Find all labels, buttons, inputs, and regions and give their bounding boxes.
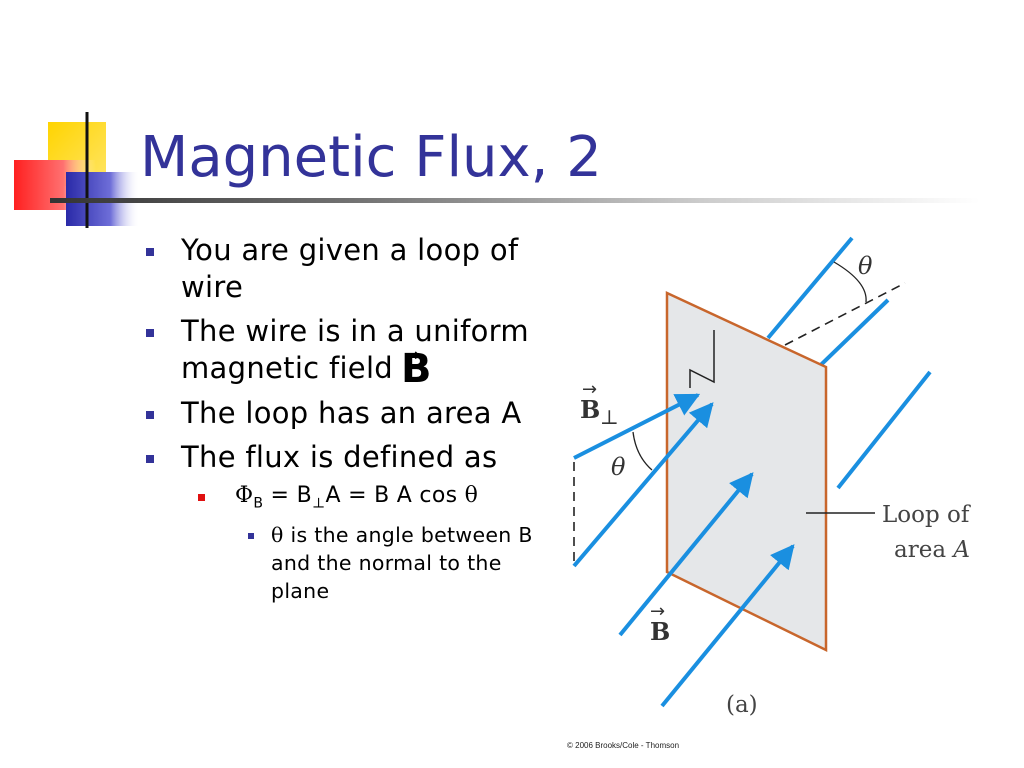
bullet-text: The flux is defined as (181, 440, 498, 474)
field-line-back-1 (766, 236, 854, 340)
bullet-text: The wire is in a uniform magnetic field (181, 314, 529, 385)
sub-sub-bullet-theta-note: θ is the angle between B and the normal … (144, 521, 564, 605)
slide-title: Magnetic Flux, 2 (140, 125, 602, 190)
sub-bullet-formula: ΦB = B⊥A = B A cos θ θ is the angle betw… (144, 480, 564, 605)
note-text: is the angle between B and the normal to… (271, 523, 533, 604)
bullet-list: You are given a loop of wire The wire is… (144, 232, 564, 612)
bullet-flux-definition: The flux is defined as ΦB = B⊥A = B A co… (144, 439, 564, 605)
bullet-text: You are given a loop of wire (181, 233, 519, 304)
perp-subscript: ⊥ (311, 495, 326, 512)
bullet-text: The loop has an area A (181, 396, 522, 430)
theta-label-top: θ (858, 252, 873, 280)
field-line-front-2 (618, 472, 754, 637)
loop-label-area-var: A (951, 537, 970, 563)
phi-symbol: Φ (235, 483, 254, 508)
bullet-loop-area: The loop has an area A (144, 395, 564, 432)
b-perp-arrow (573, 393, 701, 460)
bullet-uniform-field: The wire is in a uniform magnetic field→… (144, 313, 564, 389)
theta-label-left: θ (611, 453, 626, 481)
formula-part-2: A = B A cos (325, 483, 465, 508)
right-angle-mark (689, 330, 715, 388)
loop-label-line1: Loop of (882, 502, 971, 528)
b-perp-subscript: ⊥ (600, 405, 619, 429)
theta-arc-top (833, 261, 867, 303)
field-line-back-3 (836, 370, 932, 490)
vector-arrow-icon: → (582, 379, 597, 400)
field-line-front-3 (660, 544, 795, 708)
vector-arrow-icon: → (650, 601, 665, 622)
theta-arc-left (632, 431, 653, 471)
b-perp-label: B (580, 395, 600, 424)
vector-arrow-icon: → (405, 345, 421, 366)
loop-label-line2: area A (894, 537, 970, 563)
wire-loop (665, 291, 828, 653)
normal-dashed-line (784, 282, 906, 346)
bullet-loop-of-wire: You are given a loop of wire (144, 232, 564, 306)
copyright-credit: © 2006 Brooks/Cole - Thomson (567, 741, 680, 750)
b-vector-letter: B (401, 346, 432, 392)
formula-part-1: = B (263, 483, 312, 508)
theta-symbol: θ (271, 523, 284, 548)
phi-subscript: B (253, 495, 264, 512)
magnetic-flux-figure: θ θ → B ⊥ → B Loop of area A (a) (572, 236, 971, 718)
b-vector-symbol: →B (401, 345, 432, 389)
title-underline (50, 198, 980, 203)
b-label: B (650, 617, 670, 646)
field-line-front-1 (572, 402, 714, 568)
loop-label-area-text: area (894, 537, 953, 563)
figure-caption: (a) (726, 692, 758, 718)
theta-symbol: θ (464, 483, 479, 508)
